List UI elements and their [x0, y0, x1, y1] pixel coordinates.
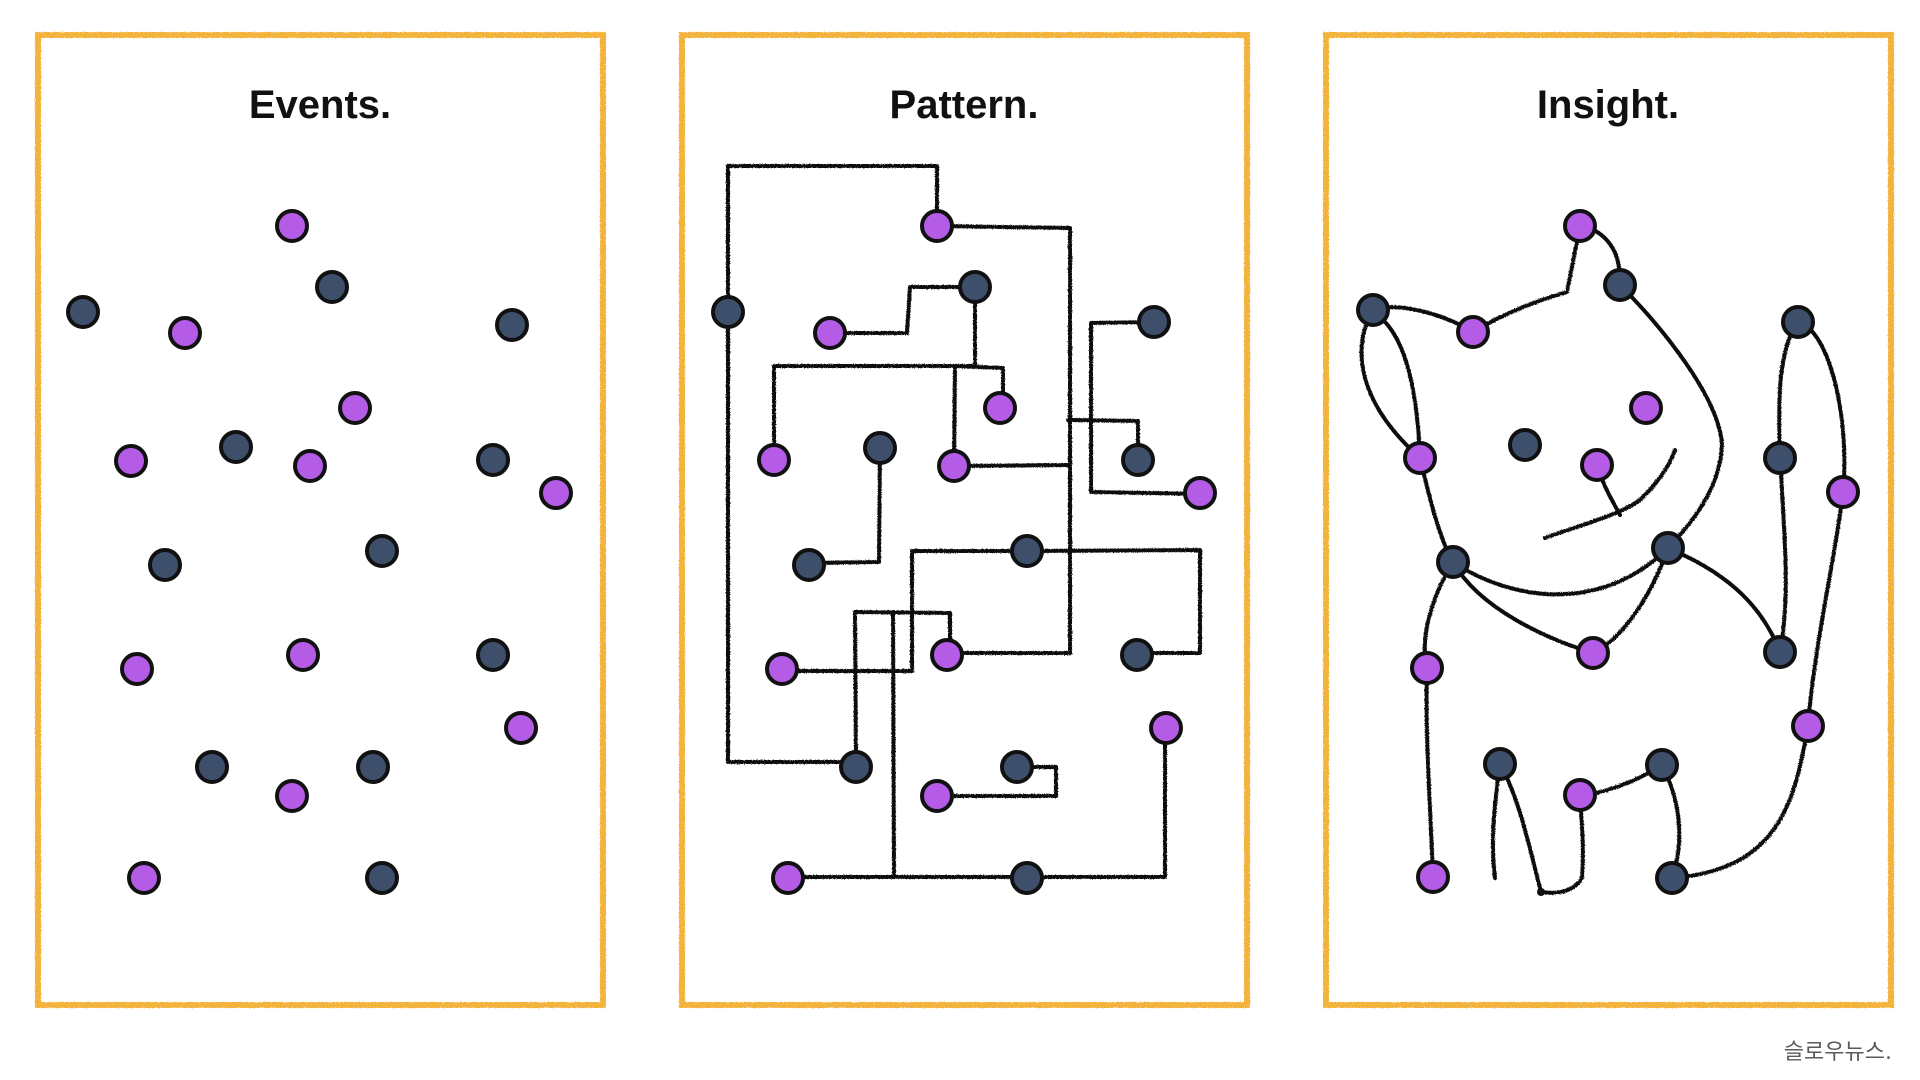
purple-dot: [1629, 391, 1663, 425]
purple-dot: [1791, 709, 1825, 743]
navy-dot: [1137, 305, 1171, 339]
purple-dot: [1580, 448, 1614, 482]
purple-dot: [1456, 315, 1490, 349]
navy-dot: [1763, 635, 1797, 669]
purple-dot: [920, 209, 954, 243]
navy-dot: [1655, 861, 1689, 895]
dots-insight: [1356, 209, 1860, 895]
navy-dot: [66, 295, 100, 329]
cat-paw-dot: [1537, 888, 1545, 896]
navy-dot: [1121, 443, 1155, 477]
purple-dot: [930, 638, 964, 672]
purple-dot: [1403, 441, 1437, 475]
panel-title-events: Events.: [249, 83, 391, 127]
navy-dot: [495, 308, 529, 342]
dots-pattern: [711, 209, 1217, 895]
purple-dot: [813, 316, 847, 350]
panel-title-insight: Insight.: [1537, 83, 1679, 127]
navy-dot: [1010, 534, 1044, 568]
panel-pattern: Pattern.: [679, 32, 1250, 1008]
purple-dot: [293, 449, 327, 483]
panel-events: Events.: [35, 32, 606, 1008]
panel-title-pattern: Pattern.: [890, 83, 1039, 127]
navy-dot: [365, 534, 399, 568]
navy-dot: [1483, 747, 1517, 781]
navy-dot: [1781, 305, 1815, 339]
purple-dot: [168, 316, 202, 350]
purple-dot: [765, 652, 799, 686]
panel-frame: [35, 32, 606, 1008]
dots-events: [66, 209, 573, 895]
purple-dot: [275, 209, 309, 243]
purple-dot: [937, 449, 971, 483]
dots-layer: [66, 209, 1860, 896]
pattern-connection-lines: [726, 164, 1202, 879]
navy-dot: [1508, 428, 1542, 462]
purple-dot: [114, 444, 148, 478]
purple-dot: [1416, 860, 1450, 894]
purple-dot: [1563, 209, 1597, 243]
purple-dot: [539, 476, 573, 510]
navy-dot: [1120, 638, 1154, 672]
purple-dot: [771, 861, 805, 895]
navy-dot: [1603, 268, 1637, 302]
panel-frame: [1323, 32, 1894, 1008]
purple-dot: [1183, 476, 1217, 510]
navy-dot: [356, 750, 390, 784]
purple-dot: [920, 779, 954, 813]
purple-dot: [1410, 651, 1444, 685]
navy-dot: [1000, 750, 1034, 784]
purple-dot: [1576, 636, 1610, 670]
purple-dot: [1149, 711, 1183, 745]
navy-dot: [792, 548, 826, 582]
navy-dot: [315, 270, 349, 304]
panel-insight: Insight.: [1323, 32, 1894, 1008]
navy-dot: [1436, 545, 1470, 579]
cat-drawing-lines: [1359, 224, 1847, 895]
navy-dot: [1763, 441, 1797, 475]
purple-dot: [120, 652, 154, 686]
navy-dot: [1010, 861, 1044, 895]
navy-dot: [195, 750, 229, 784]
purple-dot: [1563, 778, 1597, 812]
navy-dot: [1645, 748, 1679, 782]
navy-dot: [863, 431, 897, 465]
purple-dot: [757, 443, 791, 477]
purple-dot: [338, 391, 372, 425]
publisher-caption: 슬로우뉴스.: [1783, 1040, 1892, 1065]
navy-dot: [711, 295, 745, 329]
panel-frame: [679, 32, 1250, 1008]
navy-dot: [1356, 293, 1390, 327]
purple-dot: [275, 779, 309, 813]
purple-dot: [127, 861, 161, 895]
purple-dot: [504, 711, 538, 745]
navy-dot: [219, 430, 253, 464]
navy-dot: [476, 443, 510, 477]
navy-dot: [1651, 531, 1685, 565]
navy-dot: [958, 270, 992, 304]
navy-dot: [476, 638, 510, 672]
purple-dot: [983, 391, 1017, 425]
navy-dot: [839, 750, 873, 784]
purple-dot: [286, 638, 320, 672]
navy-dot: [365, 861, 399, 895]
purple-dot: [1826, 475, 1860, 509]
navy-dot: [148, 548, 182, 582]
